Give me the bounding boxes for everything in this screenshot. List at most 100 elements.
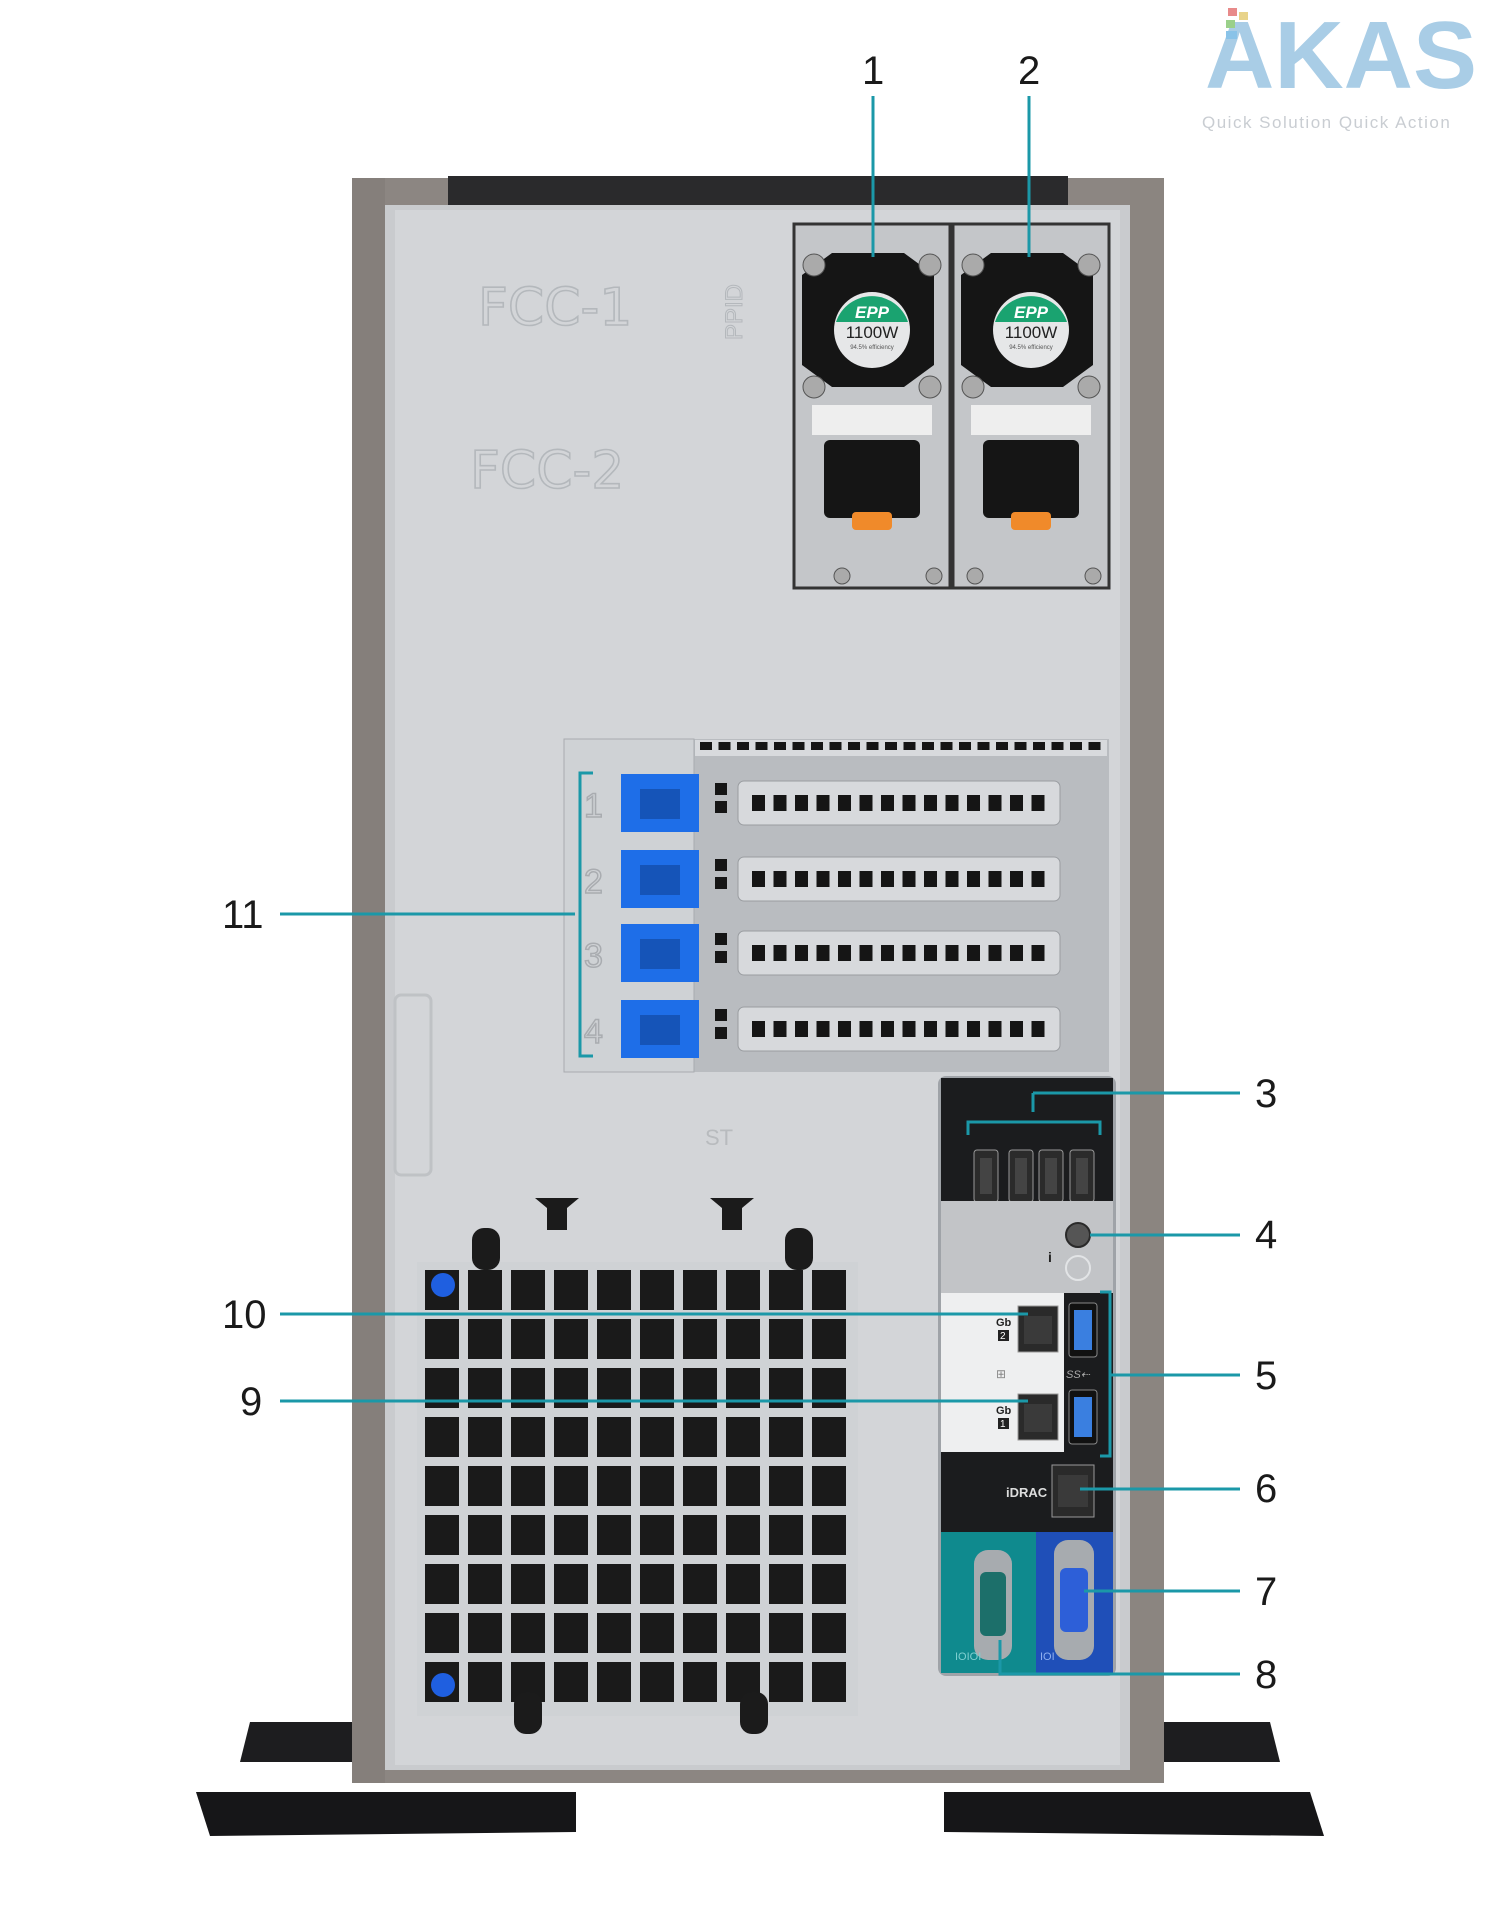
grille-hole xyxy=(726,1270,760,1310)
grille-hole xyxy=(683,1417,717,1457)
callout-3: 3 xyxy=(1255,1072,1277,1116)
grille-hole xyxy=(726,1466,760,1506)
usb2-port[interactable] xyxy=(973,1149,999,1203)
grille-hole xyxy=(554,1466,588,1506)
psu-brand: EPP xyxy=(1014,303,1049,322)
grille-hole xyxy=(812,1466,846,1506)
grille-hole xyxy=(726,1515,760,1555)
grille-hole xyxy=(683,1613,717,1653)
psu-release-tab[interactable] xyxy=(852,512,892,530)
callout-7: 7 xyxy=(1255,1570,1277,1614)
serial-label: IOIOI xyxy=(955,1651,981,1663)
screw-icon xyxy=(918,375,942,399)
pcie-slot-2[interactable]: 2 xyxy=(583,850,1061,908)
grille-hole xyxy=(640,1515,674,1555)
grille-hole xyxy=(468,1613,502,1653)
logo-text: AKAS xyxy=(1205,2,1477,109)
usb2-port[interactable] xyxy=(1038,1149,1064,1203)
grille-hole xyxy=(640,1564,674,1604)
idrac-label: iDRAC xyxy=(1006,1485,1048,1500)
grille-hole xyxy=(425,1466,459,1506)
grille-hole xyxy=(640,1466,674,1506)
usb3-port-top[interactable] xyxy=(1068,1302,1098,1358)
vga-port[interactable] xyxy=(1054,1540,1094,1660)
slot-number: 1 xyxy=(584,787,603,825)
callout-1: 1 xyxy=(862,49,884,93)
slot-number: 3 xyxy=(584,937,603,975)
power-inlet[interactable] xyxy=(824,440,920,518)
psu-handle[interactable] xyxy=(812,405,932,435)
grille-hole xyxy=(468,1417,502,1457)
idrac-port[interactable] xyxy=(1051,1464,1095,1518)
callout-9: 9 xyxy=(240,1380,262,1424)
fcc2-label: FCC-2 xyxy=(470,441,624,501)
akas-logo: AKAS Quick Solution Quick Action xyxy=(1202,2,1477,132)
grille-hole xyxy=(597,1466,631,1506)
grille-hole xyxy=(812,1319,846,1359)
system-id-button[interactable] xyxy=(1065,1222,1091,1248)
ppid-label: PPID xyxy=(721,284,748,340)
grille-hole xyxy=(597,1564,631,1604)
grille-hole xyxy=(511,1613,545,1653)
usb-ss-icon: SS⇠ xyxy=(1066,1369,1091,1381)
nic-port-1[interactable] xyxy=(1017,1393,1059,1441)
grille-hole xyxy=(468,1662,502,1702)
fcc1-label: FCC-1 xyxy=(478,278,632,338)
psu-release-tab[interactable] xyxy=(1011,512,1051,530)
screw-icon xyxy=(802,375,826,399)
nic1-number: 1 xyxy=(1000,1419,1006,1430)
psu-brand: EPP xyxy=(855,303,890,322)
usb2-port[interactable] xyxy=(1008,1149,1034,1203)
nic1-label: Gb xyxy=(996,1405,1012,1417)
screw-icon xyxy=(961,375,985,399)
pcie-slot-4[interactable]: 4 xyxy=(583,1000,1061,1058)
screw-icon xyxy=(802,253,826,277)
serial-port[interactable] xyxy=(974,1550,1012,1660)
grille-hole xyxy=(683,1466,717,1506)
callout-10: 10 xyxy=(222,1293,267,1337)
usb2-port[interactable] xyxy=(1069,1149,1095,1203)
slot-number: 4 xyxy=(584,1013,603,1051)
blue-indicator xyxy=(431,1673,455,1697)
io-panel: i Gb 2 ⊞ Gb 1 SS⇠ iDRAC IOIOI IOI xyxy=(938,1076,1116,1676)
grille-hole xyxy=(683,1564,717,1604)
psu-wattage: 1100W xyxy=(1005,323,1058,342)
grille-hole xyxy=(554,1417,588,1457)
usb3-port-bottom[interactable] xyxy=(1068,1389,1098,1445)
grille-hole xyxy=(640,1662,674,1702)
grille-hole xyxy=(554,1270,588,1310)
grille-hole xyxy=(425,1613,459,1653)
grille-hole xyxy=(726,1564,760,1604)
callout-11: 11 xyxy=(222,893,264,937)
grille-hole xyxy=(812,1564,846,1604)
callouts: 1 2 3 4 5 6 7 8 10 9 11 xyxy=(222,49,1277,1697)
fan-grille xyxy=(417,1198,858,1734)
grille-hole xyxy=(425,1564,459,1604)
grille-hole xyxy=(468,1319,502,1359)
grille-hole xyxy=(597,1270,631,1310)
grille-hole xyxy=(683,1515,717,1555)
pcie-slot-1[interactable]: 1 xyxy=(583,774,1061,832)
grille-hole xyxy=(812,1515,846,1555)
grille-hole xyxy=(468,1564,502,1604)
grille-hole xyxy=(511,1466,545,1506)
chassis-slot-cutout xyxy=(393,993,433,1177)
pcie-slot-3[interactable]: 3 xyxy=(583,924,1061,982)
grille-hole xyxy=(812,1613,846,1653)
grille-hole xyxy=(769,1466,803,1506)
grille-hole xyxy=(511,1417,545,1457)
grille-hole xyxy=(812,1417,846,1457)
psu-handle[interactable] xyxy=(971,405,1091,435)
psu-efficiency: 94.5% efficiency xyxy=(850,345,894,351)
grille-hole xyxy=(597,1662,631,1702)
screw-icon xyxy=(1077,375,1101,399)
logo-tagline: Quick Solution Quick Action xyxy=(1202,113,1451,132)
pcie-slot-area: 1 2 3 4 xyxy=(563,738,1109,1073)
grille-hole xyxy=(683,1662,717,1702)
st-label: ST xyxy=(705,1125,733,1150)
power-inlet[interactable] xyxy=(983,440,1079,518)
grille-hole xyxy=(468,1270,502,1310)
